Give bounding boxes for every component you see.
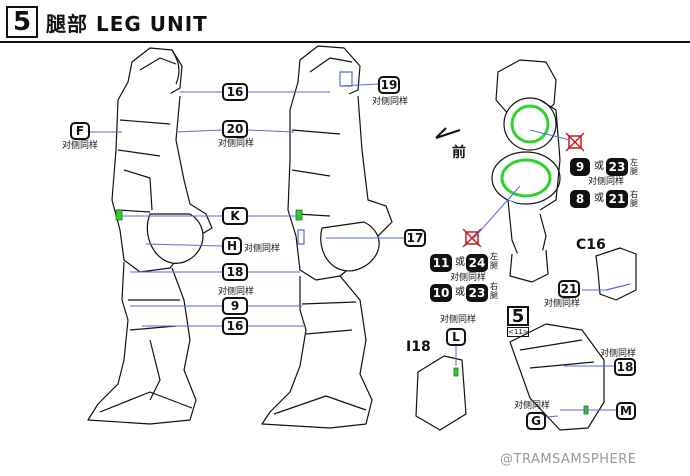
page-title: 腿部 LEG UNIT xyxy=(46,12,208,36)
note-same-other-side: 对侧同样 xyxy=(544,299,581,309)
callout-g: G xyxy=(526,412,546,430)
note-same-other-side: 对侧同样 xyxy=(244,244,281,254)
mini-step-badge: 5 <11> xyxy=(507,306,529,337)
callout-11-left: 11 xyxy=(430,254,452,272)
knee-assembly-drawing xyxy=(491,59,561,283)
part-i18: I18 xyxy=(406,339,431,355)
right-leg-label: 右腿 xyxy=(490,282,498,300)
or-label: 或 xyxy=(455,287,465,298)
callout-18: 18 xyxy=(222,263,248,281)
callout-17: 17 xyxy=(404,229,426,247)
note-same-other-side: 对侧同样 xyxy=(588,177,625,187)
callout-9-left: 9 xyxy=(570,158,590,176)
callout-8-right: 8 xyxy=(570,190,590,208)
callout-23-right: 23 xyxy=(466,284,488,302)
left-leg-label: 左腿 xyxy=(630,158,638,176)
left-leg-drawing xyxy=(87,47,213,425)
callout-23-left: 23 xyxy=(606,158,628,176)
note-same-other-side: 对侧同样 xyxy=(600,349,637,359)
right-leg-drawing xyxy=(261,45,393,429)
leader-lines xyxy=(90,83,616,419)
note-same-other-side: 对侧同样 xyxy=(62,141,99,151)
part-c16: C16 xyxy=(576,237,606,253)
note-same-other-side: 对侧同样 xyxy=(450,273,487,283)
callout-20: 20 xyxy=(222,120,248,138)
mini-step-number: 5 xyxy=(507,306,529,326)
watermark: @TRAMSAMSPHERE xyxy=(500,452,637,467)
callout-21: 21 xyxy=(558,280,580,298)
callout-l: L xyxy=(446,328,466,346)
note-same-other-side: 对侧同样 xyxy=(218,287,255,297)
step-number: 5 xyxy=(12,7,32,37)
mini-step-ref: <11> xyxy=(507,327,529,337)
title-divider xyxy=(0,41,690,43)
callout-f: F xyxy=(70,122,90,140)
note-same-other-side: 对侧同样 xyxy=(218,139,255,149)
note-same-other-side: 对侧同样 xyxy=(440,315,477,325)
callout-9: 9 xyxy=(222,297,248,315)
callout-10-right: 10 xyxy=(430,284,452,302)
left-leg-label: 左腿 xyxy=(490,252,498,270)
callout-16-top: 16 xyxy=(222,83,248,101)
callout-k: K xyxy=(222,207,248,225)
right-leg-label: 右腿 xyxy=(630,190,638,208)
callout-24-left: 24 xyxy=(466,254,488,272)
step-number-box: 5 xyxy=(6,6,38,38)
note-same-other-side: 对侧同样 xyxy=(514,401,551,411)
or-label: 或 xyxy=(455,257,465,268)
note-same-other-side: 对侧同样 xyxy=(372,97,409,107)
callout-h: H xyxy=(222,237,242,255)
callout-19: 19 xyxy=(378,76,400,94)
callout-21-right: 21 xyxy=(606,190,628,208)
or-label: 或 xyxy=(594,161,604,172)
callout-18-b: 18 xyxy=(614,358,636,376)
callout-m: M xyxy=(616,402,636,420)
callout-16-bottom: 16 xyxy=(222,317,248,335)
forbidden-marks xyxy=(462,132,585,248)
or-label: 或 xyxy=(594,193,604,204)
front-label: 前 xyxy=(452,145,466,161)
